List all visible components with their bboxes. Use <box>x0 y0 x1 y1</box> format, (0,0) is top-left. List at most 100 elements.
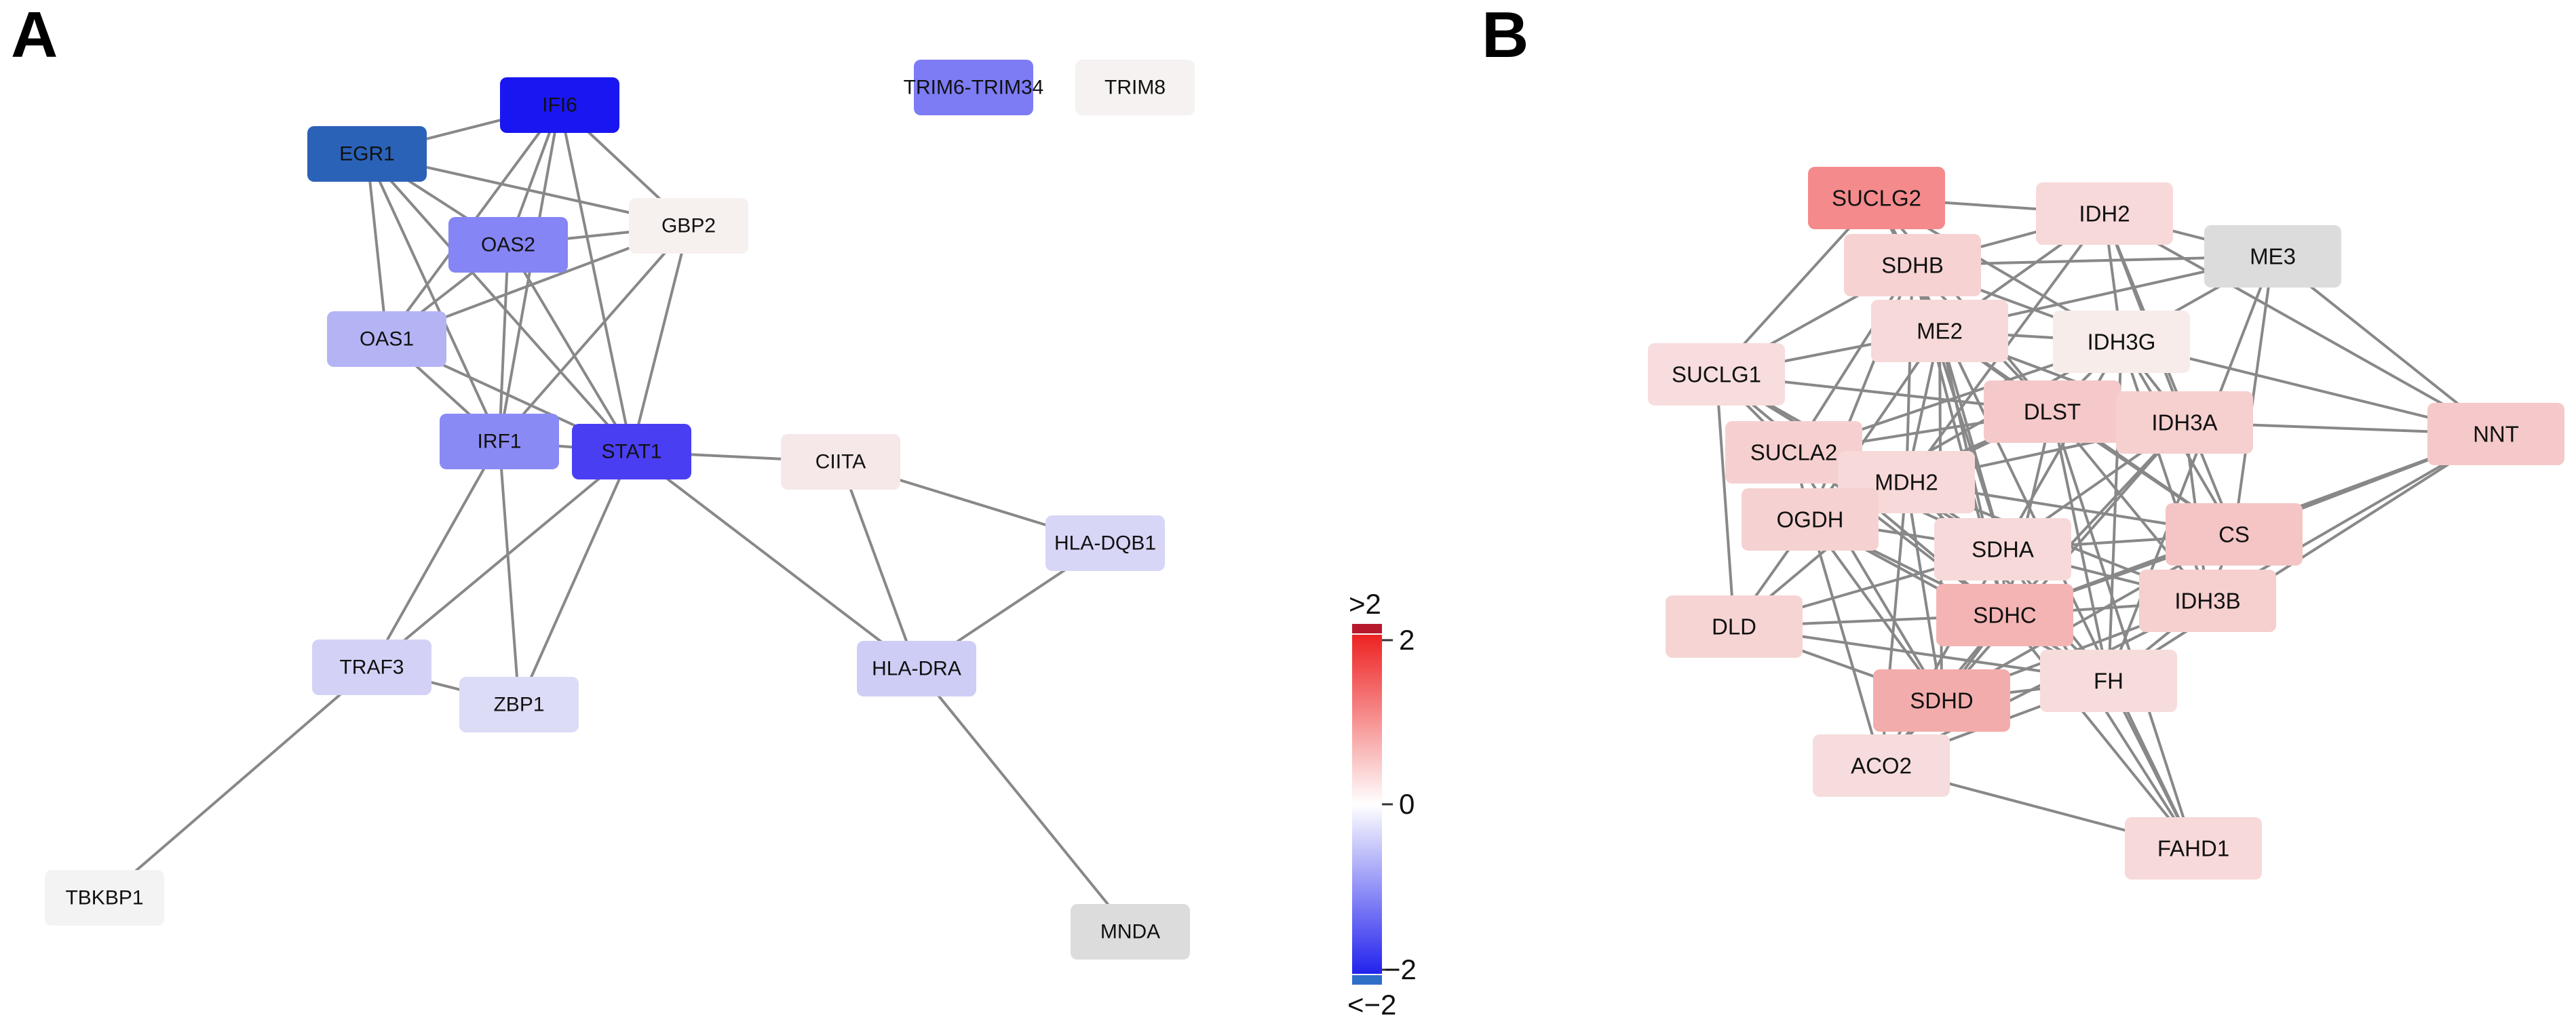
node-label-sdha: SDHA <box>1972 537 2034 562</box>
edge-ifi6-stat1 <box>558 104 633 452</box>
node-ogdh <box>1742 488 1879 551</box>
node-label-me3: ME3 <box>2250 244 2296 269</box>
node-traf3 <box>312 639 431 695</box>
node-label-nnt: NNT <box>2473 422 2519 447</box>
node-ifi6 <box>500 77 619 133</box>
node-label-zbp1: ZBP1 <box>493 694 544 716</box>
node-label-sdhc: SDHC <box>1973 603 2037 628</box>
node-label-oas2: OAS2 <box>481 234 535 256</box>
color-scale-label-top: >2 <box>1349 588 1381 620</box>
node-dld <box>1666 595 1803 658</box>
edge-traf3-tbkbp1 <box>103 666 373 899</box>
node-ciita <box>781 434 900 490</box>
node-label-sdhd: SDHD <box>1910 688 1974 713</box>
edge-stat1-traf3 <box>370 450 633 669</box>
node-label-ifi6: IFI6 <box>542 94 577 117</box>
edge-dlst-sdhc <box>2003 411 2054 616</box>
node-label-me2: ME2 <box>1917 319 1963 344</box>
edge-oas2-stat1 <box>507 243 633 453</box>
edge-ciita-hla-dra <box>839 461 918 669</box>
node-label-fahd1: FAHD1 <box>2157 836 2229 861</box>
node-label-gbp2: GBP2 <box>661 215 716 237</box>
node-zbp1 <box>459 677 579 732</box>
node-cs <box>2166 503 2303 566</box>
node-trim6-trim34 <box>914 60 1033 115</box>
node-idh3b <box>2139 570 2276 632</box>
node-oas1 <box>327 311 446 367</box>
node-label-fh: FH <box>2094 669 2123 694</box>
edge-stat1-hla-dra <box>630 450 918 670</box>
edge-egr1-stat1 <box>366 153 633 453</box>
edge-mdh2-sdhd <box>1905 481 1943 701</box>
node-label-idh3a: IDH3A <box>2151 410 2217 435</box>
node-sdhc <box>1936 584 2073 646</box>
node-label-egr1: EGR1 <box>339 143 395 165</box>
node-label-idh2: IDH2 <box>2079 201 2130 227</box>
color-scale-label-bottom: <−2 <box>1347 989 1396 1021</box>
color-scale-low-cap <box>1352 975 1382 985</box>
edge-suclg1-dld <box>1715 374 1735 627</box>
node-aco2 <box>1813 734 1950 797</box>
node-label-cs: CS <box>2218 522 2250 547</box>
node-trim8 <box>1075 60 1195 115</box>
node-label-mdh2: MDH2 <box>1875 470 1938 495</box>
color-scale-label-2: 2 <box>1399 624 1415 656</box>
node-dlst <box>1984 380 2121 443</box>
node-sdhb <box>1844 234 1981 296</box>
edge-irf1-traf3 <box>370 441 501 668</box>
node-label-dlst: DLST <box>2024 399 2081 425</box>
node-label-ogdh: OGDH <box>1777 507 1844 532</box>
edge-fahd1-dlst <box>2051 411 2195 849</box>
node-idh3a <box>2116 391 2253 454</box>
node-label-oas1: OAS1 <box>360 328 414 351</box>
edge-dlst-idh3b <box>2051 410 2209 602</box>
edge-idh2-cs <box>2103 213 2235 535</box>
node-idh2 <box>2036 182 2173 245</box>
node-me3 <box>2204 225 2341 288</box>
color-scale-gradient <box>1352 635 1382 974</box>
color-scale-legend: >2 2 0 −2 <−2 <box>1347 588 1417 1021</box>
edge-nnt-idh2 <box>2104 212 2497 435</box>
node-label-idh3g: IDH3G <box>2088 330 2156 355</box>
node-irf1 <box>440 414 559 469</box>
edge-oas2-irf1 <box>498 244 510 442</box>
node-hla-dra <box>857 641 976 696</box>
panel-a-label: A <box>11 0 58 71</box>
node-stat1 <box>572 424 691 479</box>
node-label-suclg1: SUCLG1 <box>1672 362 1761 387</box>
node-sucla2 <box>1725 421 1862 484</box>
node-label-ciita: CIITA <box>815 451 866 473</box>
color-scale-label-minus-2: −2 <box>1384 953 1417 985</box>
node-label-hla-dra: HLA-DRA <box>872 658 961 680</box>
node-label-suclg2: SUCLG2 <box>1832 186 1921 211</box>
edge-egr1-irf1 <box>366 153 501 442</box>
node-fahd1 <box>2125 817 2262 880</box>
node-idh3g <box>2053 311 2190 373</box>
edge-egr1-oas1 <box>366 153 388 340</box>
node-label-idh3b: IDH3B <box>2174 589 2240 614</box>
node-me2 <box>1871 300 2008 362</box>
node-label-irf1: IRF1 <box>477 431 521 453</box>
node-tbkbp1 <box>45 870 164 926</box>
edge-stat1-zbp1 <box>518 451 633 705</box>
edge-me3-cs <box>2233 256 2274 535</box>
color-scale-label-0: 0 <box>1399 788 1415 820</box>
node-label-sdhb: SDHB <box>1881 253 1944 278</box>
node-fh <box>2040 650 2177 712</box>
node-label-aco2: ACO2 <box>1851 753 1912 779</box>
network-a-edges <box>103 104 1132 933</box>
edge-me2-sdha <box>1938 330 2004 550</box>
edge-hla-dra-mnda <box>915 667 1132 933</box>
node-label-mnda: MNDA <box>1100 921 1160 943</box>
node-label-trim6-trim34: TRIM6-TRIM34 <box>904 77 1044 99</box>
node-nnt <box>2427 403 2564 465</box>
edge-me3-fh <box>2107 256 2274 682</box>
node-suclg2 <box>1808 167 1945 229</box>
node-sdhd <box>1873 669 2010 732</box>
node-gbp2 <box>629 198 748 254</box>
edge-fahd1-sdhc <box>2003 614 2195 850</box>
edge-irf1-zbp1 <box>498 441 520 705</box>
node-suclg1 <box>1648 343 1785 406</box>
